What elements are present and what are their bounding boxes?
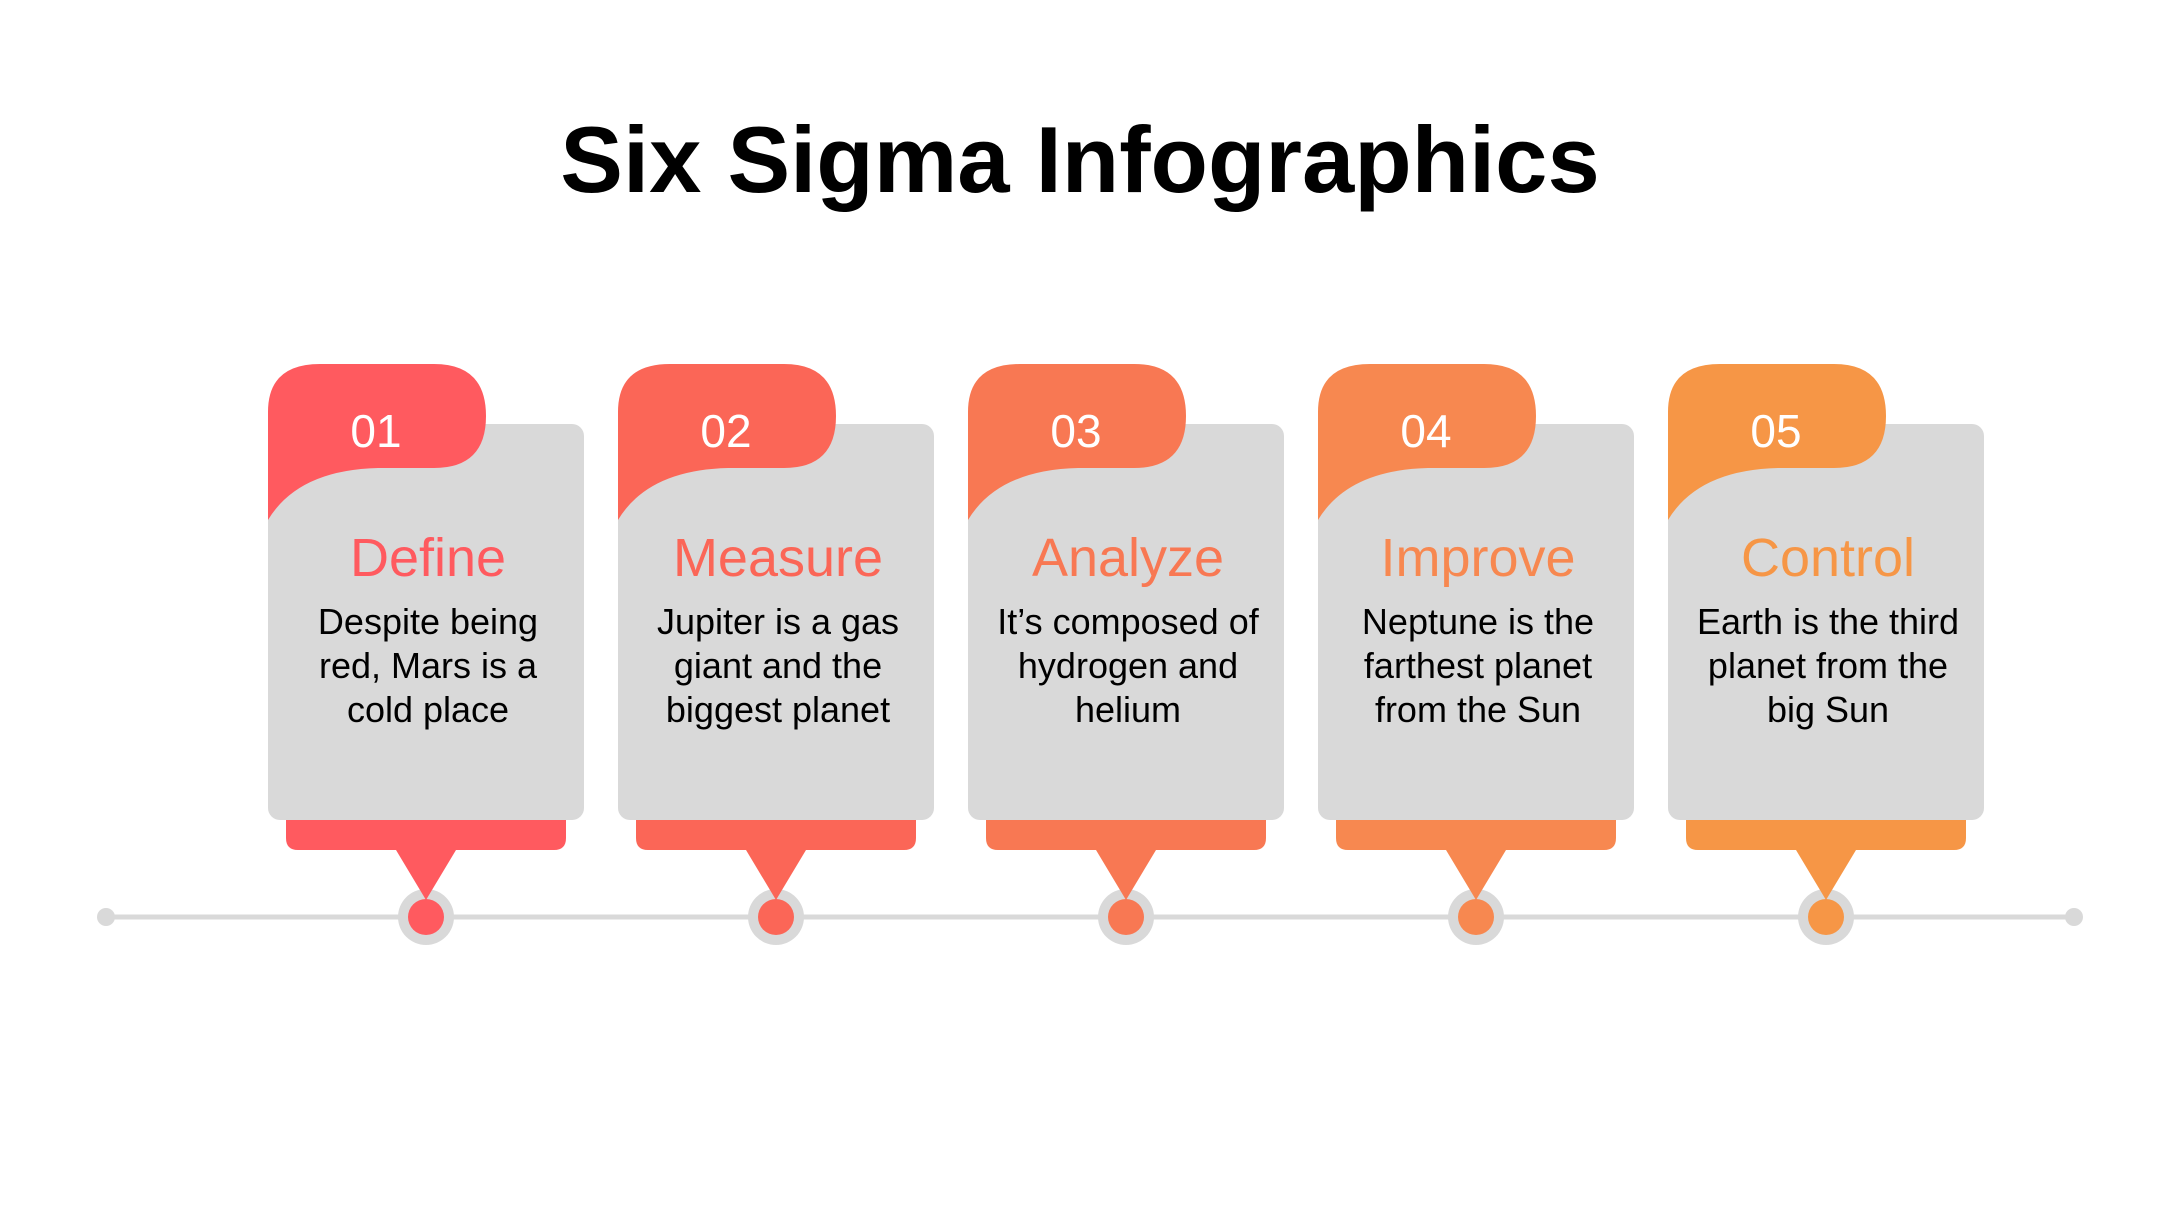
step-analyze: 03 Analyze It’s composed of hydrogen and… — [968, 360, 1288, 950]
step-description: Earth is the third planet from the big S… — [1696, 601, 1960, 730]
timeline-start-dot — [97, 908, 115, 926]
card-pointer — [986, 820, 1266, 900]
step-control: 05 Control Earth is the third planet fro… — [1668, 360, 1988, 950]
step-description: Jupiter is a gas giant and the biggest p… — [656, 601, 900, 730]
card-body — [618, 424, 934, 820]
step-number: 03 — [1050, 405, 1102, 457]
number-tab — [1318, 364, 1536, 520]
number-tab — [268, 364, 486, 520]
card-body — [1318, 424, 1634, 820]
number-tab — [1668, 364, 1886, 520]
timeline-marker — [408, 899, 444, 935]
step-improve: 04 Improve Neptune is the farthest plane… — [1318, 360, 1638, 950]
card-body — [1668, 424, 1984, 820]
timeline-marker — [1808, 899, 1844, 935]
step-define: 01 Define Despite being red, Mars is a c… — [268, 360, 588, 950]
step-card — [968, 364, 1284, 900]
step-card — [1318, 364, 1634, 900]
step-number: 04 — [1400, 405, 1452, 457]
timeline-marker — [1458, 899, 1494, 935]
step-heading: Control — [1740, 528, 1916, 588]
step-number: 05 — [1750, 405, 1802, 457]
step-description: Despite being red, Mars is a cold place — [317, 601, 539, 730]
step-number: 02 — [700, 405, 752, 457]
step-description: Neptune is the farthest planet from the … — [1361, 601, 1595, 730]
card-body — [268, 424, 584, 820]
step-measure: 02 Measure Jupiter is a gas giant and th… — [618, 360, 938, 950]
card-pointer — [1336, 820, 1616, 900]
card-pointer — [636, 820, 916, 900]
card-body — [968, 424, 1284, 820]
step-heading: Improve — [1380, 528, 1576, 588]
step-heading: Measure — [672, 528, 884, 588]
timeline-marker — [1108, 899, 1144, 935]
step-number: 01 — [350, 405, 402, 457]
step-card — [1668, 364, 1984, 900]
step-heading: Analyze — [1031, 528, 1225, 588]
number-tab — [968, 364, 1186, 520]
step-card — [268, 364, 584, 900]
page-title: Six Sigma Infographics — [560, 107, 1600, 212]
card-pointer — [286, 820, 566, 900]
card-pointer — [1686, 820, 1966, 900]
number-tab — [618, 364, 836, 520]
step-card — [618, 364, 934, 900]
timeline-end-dot — [2065, 908, 2083, 926]
step-heading: Define — [349, 528, 507, 588]
step-description: It’s composed of hydrogen and helium — [997, 601, 1259, 730]
timeline-marker — [758, 899, 794, 935]
